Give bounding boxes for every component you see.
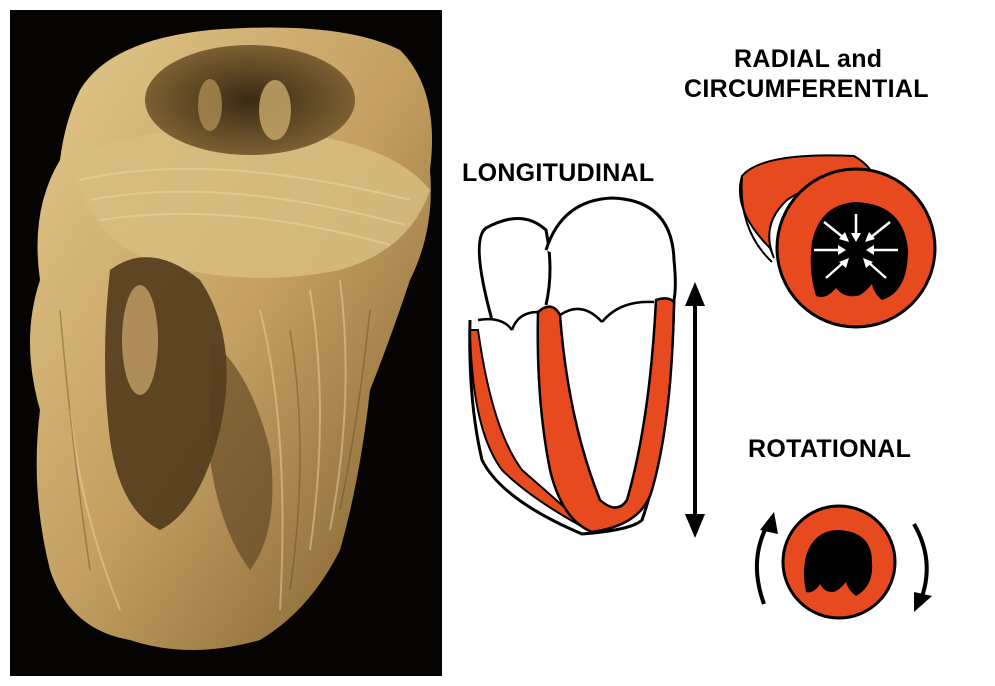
heart-specimen-photo (10, 10, 442, 676)
label-radial-line2: CIRCUMFERENTIAL (684, 74, 929, 104)
radial-ring-schematic (740, 155, 935, 327)
label-radial-line1: RADIAL and (734, 44, 882, 74)
heart-specimen-image (10, 10, 442, 676)
label-rotational: ROTATIONAL (748, 434, 911, 464)
arrow-down-head-icon (914, 592, 932, 612)
double-vertical-arrow-icon (685, 282, 705, 538)
rotational-ring-schematic (757, 506, 932, 618)
longitudinal-heart-schematic (470, 198, 676, 534)
heart-mechanics-diagram: LONGITUDINAL RADIAL and CIRCUMFERENTIAL … (442, 0, 995, 686)
label-longitudinal: LONGITUDINAL (462, 158, 654, 188)
